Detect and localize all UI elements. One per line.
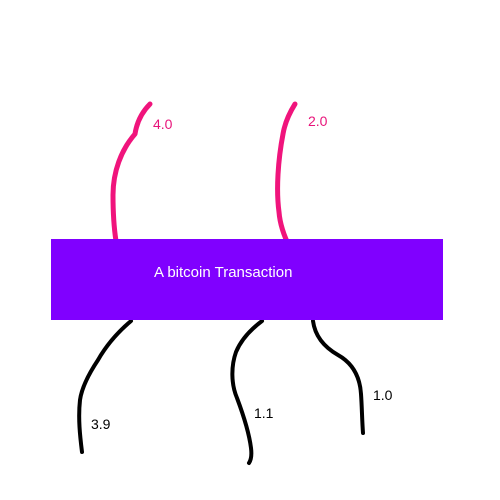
input-value-2: 2.0 <box>308 113 328 129</box>
output-strand-1 <box>77 319 133 454</box>
input-strand-2 <box>275 101 298 251</box>
transaction-box <box>51 239 443 320</box>
output-value-2: 1.1 <box>254 405 274 421</box>
output-strand-2 <box>230 319 264 465</box>
output-value-1: 3.9 <box>91 416 111 432</box>
input-value-1: 4.0 <box>153 116 173 132</box>
transaction-label: A bitcoin Transaction <box>154 264 293 281</box>
output-value-3: 1.0 <box>373 387 393 403</box>
output-strand-3 <box>311 319 365 435</box>
input-strand-1 <box>110 101 153 244</box>
